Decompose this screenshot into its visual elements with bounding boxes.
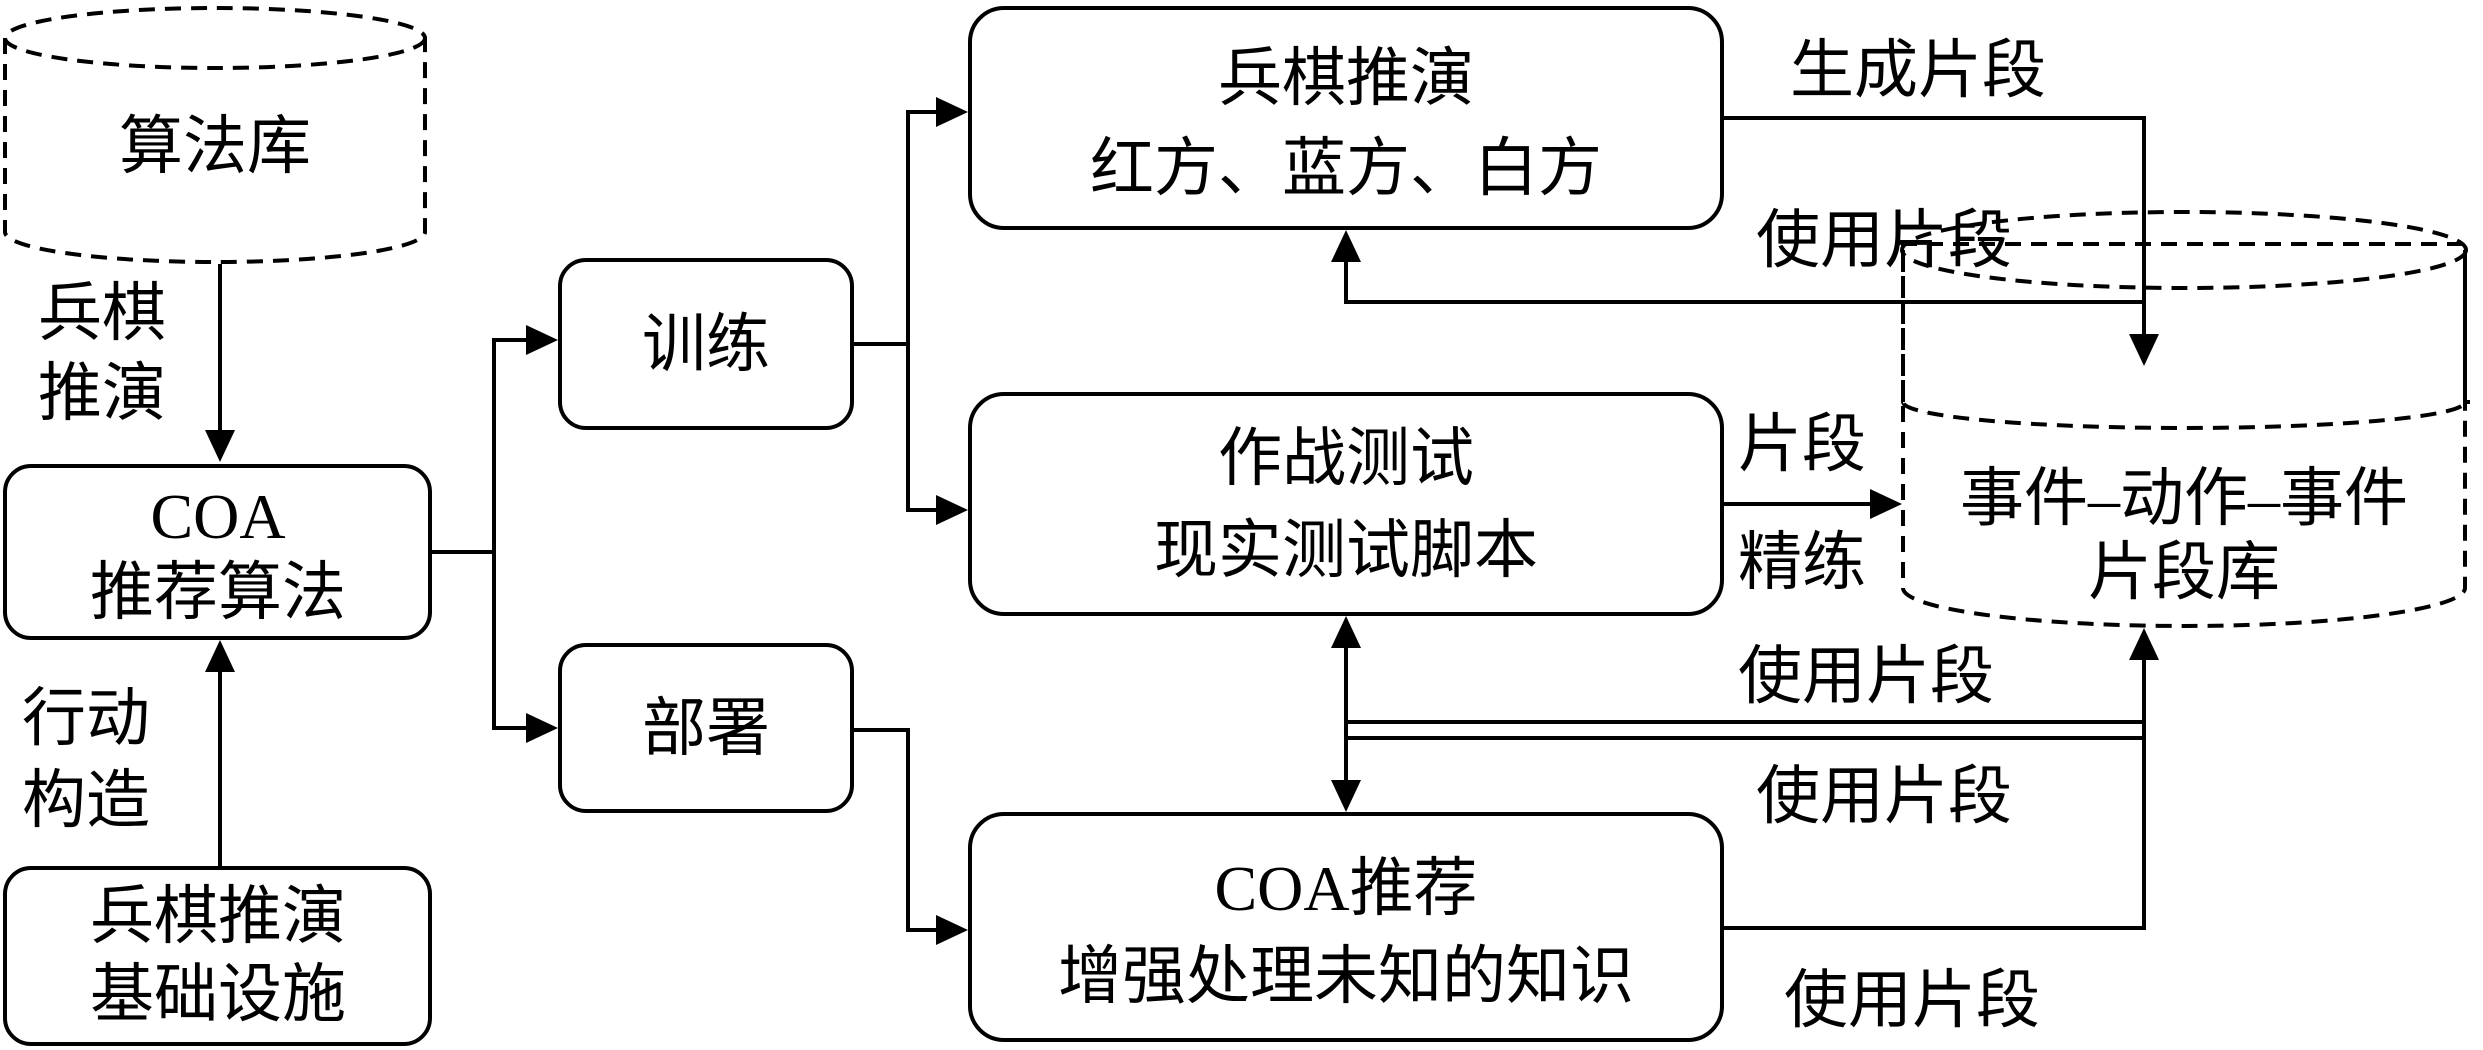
wargame-node: 兵棋推演 红方、蓝方、白方 [968,6,1724,230]
algorithm-library-node: 算法库 [3,6,427,264]
wargame-line1: 兵棋推演 [1218,43,1474,114]
deployment-node: 部署 [558,643,854,813]
coa-recommend-line2: 增强处理未知的知识 [1058,941,1634,1012]
operational-test-line2: 现实测试脚本 [1154,515,1538,586]
fragment-library-line2: 片段库 [2088,537,2280,608]
edge-library-to-coa [205,264,235,462]
training-label: 训练 [642,309,770,380]
edge-label-refine: 精练 [1738,527,1866,598]
edge-label-action-1: 行动 [22,683,150,754]
edge-use-fragments-wargame [1331,230,2144,304]
edge-coa-branch [430,325,558,743]
coa-algorithm-line1: COA [150,481,285,552]
edge-label-wargame-2: 推演 [38,358,166,429]
edge-label-use-fragments-coa: 使用片段 [1784,965,2040,1036]
coa-recommend-node: COA推荐 增强处理未知的知识 [968,812,1724,1042]
edge-label-generate-fragments: 生成片段 [1790,35,2046,106]
edge-label-use-fragments-upper: 使用片段 [1738,641,1994,712]
edge-deployment-to-coa-recommend [852,728,968,945]
edge-test-coa-bidirectional [1331,616,1361,812]
edge-label-wargame-1: 兵棋 [38,278,166,349]
training-node: 训练 [558,258,854,430]
edge-training-branch [852,97,968,525]
edge-label-fragments: 片段 [1738,409,1866,480]
edge-label-use-fragments-lower: 使用片段 [1756,761,2012,832]
coa-algorithm-node: COA 推荐算法 [3,464,432,640]
edge-fragments-refine [1722,489,1902,519]
operational-test-line1: 作战测试 [1218,423,1474,494]
wargame-line2: 红方、蓝方、白方 [1090,133,1602,204]
edge-use-fragments-middle [1346,628,2159,740]
coa-algorithm-line2: 推荐算法 [90,557,346,628]
edge-label-use-fragments-wargame: 使用片段 [1756,205,2012,276]
wargame-infra-line2: 基础设施 [90,959,346,1030]
coa-recommend-line1: COA推荐 [1214,853,1477,924]
edge-label-action-2: 构造 [22,765,150,836]
edge-generate-fragments [1722,116,2159,366]
edge-use-fragments-coa [1722,738,2146,930]
fragment-library-node: 事件–动作–事件 片段库 [1900,210,2470,628]
operational-test-node: 作战测试 现实测试脚本 [968,392,1724,616]
wargame-infra-line1: 兵棋推演 [90,881,346,952]
edge-infra-to-coa [205,640,235,866]
fragment-library-line1: 事件–动作–事件 [1960,463,2408,534]
deployment-label: 部署 [642,693,770,764]
wargame-infra-node: 兵棋推演 基础设施 [3,866,432,1046]
algorithm-library-label: 算法库 [119,111,311,182]
